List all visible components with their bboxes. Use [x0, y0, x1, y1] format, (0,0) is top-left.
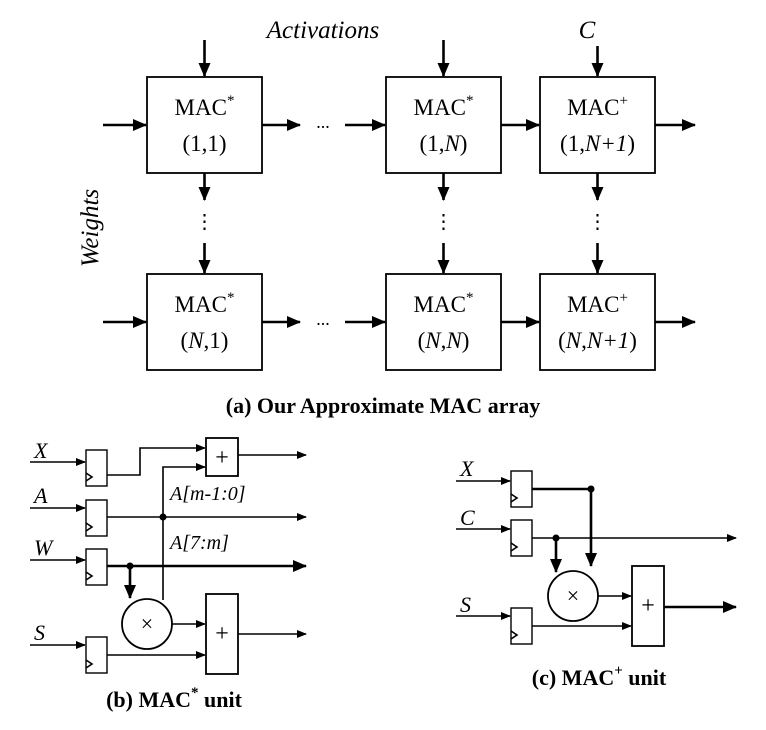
input-c-label: C — [460, 505, 475, 530]
svg-text:(1,1): (1,1) — [182, 131, 226, 156]
svg-text:(N,N): (N,N) — [418, 328, 470, 353]
multiplier: × — [121, 598, 173, 650]
mac-cell-1-n1: MAC+ (1,N+1) — [539, 76, 656, 174]
input-s-label: S — [460, 592, 471, 617]
input-x-label: X — [33, 438, 49, 463]
svg-text:(1,N): (1,N) — [420, 131, 468, 156]
mac-plus-unit: X C S × + — [456, 456, 737, 690]
adder-symbol: + — [215, 445, 229, 471]
mac-cell-n-1: MAC* (N,1) — [146, 273, 263, 371]
svg-text:+: + — [641, 593, 655, 619]
svg-text:×: × — [567, 583, 579, 608]
array-arrows — [103, 40, 696, 328]
mac-star-caption: (b) MAC* unit — [106, 685, 243, 712]
multiplier: × — [547, 570, 599, 622]
mac-cell-n-n: MAC* (N,N) — [385, 273, 502, 371]
weights-label: Weights — [77, 189, 104, 267]
svg-text:MAC*: MAC* — [175, 290, 235, 317]
c-label: C — [579, 17, 596, 44]
input-s-label: S — [34, 620, 45, 645]
mac-plus-caption: (c) MAC+ unit — [532, 663, 667, 690]
mac-cell-n-n1: MAC+ (N,N+1) — [539, 273, 656, 371]
input-x-label: X — [459, 456, 475, 481]
svg-text:(N,N+1): (N,N+1) — [558, 328, 637, 353]
register-c — [510, 519, 533, 557]
svg-text:MAC*: MAC* — [414, 93, 474, 120]
bus-low-label: A[m-1:0] — [168, 483, 246, 505]
mac-cell-1-1: MAC* (1,1) — [146, 76, 263, 174]
ellipsis-col2: ⋮ — [434, 211, 454, 233]
ellipsis-col1: ⋮ — [195, 211, 215, 233]
cell-sup: * — [227, 93, 235, 109]
input-w-label: W — [34, 535, 54, 560]
adder: + — [631, 565, 665, 647]
register-w — [85, 548, 108, 586]
register-a — [85, 499, 108, 537]
adder-bottom: + — [205, 593, 239, 675]
svg-text:MAC+: MAC+ — [567, 290, 628, 317]
svg-text:MAC*: MAC* — [414, 290, 474, 317]
register-s — [85, 636, 108, 674]
input-a-label: A — [32, 483, 48, 508]
mac-star-unit: X A W S + — [30, 437, 307, 712]
mac-array: Activations C Weights MAC* (1,1) MAC* (1… — [77, 17, 696, 418]
ellipsis-row1: ... — [316, 112, 330, 132]
adder-top: + — [205, 437, 239, 477]
svg-text:MAC*: MAC* — [175, 93, 235, 120]
register-x — [85, 449, 108, 487]
ellipsis-row2: ... — [316, 309, 330, 329]
svg-text:(1,N+1): (1,N+1) — [560, 131, 635, 156]
array-caption: (a) Our Approximate MAC array — [226, 393, 540, 418]
multiplier-symbol: × — [141, 611, 153, 636]
register-s — [510, 607, 533, 645]
bus-high-label: A[7:m] — [168, 532, 229, 554]
ellipsis-col3: ⋮ — [588, 211, 608, 233]
mac-cell-1-n: MAC* (1,N) — [385, 76, 502, 174]
svg-text:+: + — [215, 621, 229, 647]
activations-label: Activations — [265, 17, 379, 44]
register-x — [510, 470, 533, 508]
svg-text:MAC+: MAC+ — [567, 93, 628, 120]
svg-text:(N,1): (N,1) — [181, 328, 229, 353]
cell-name: MAC — [175, 95, 227, 120]
